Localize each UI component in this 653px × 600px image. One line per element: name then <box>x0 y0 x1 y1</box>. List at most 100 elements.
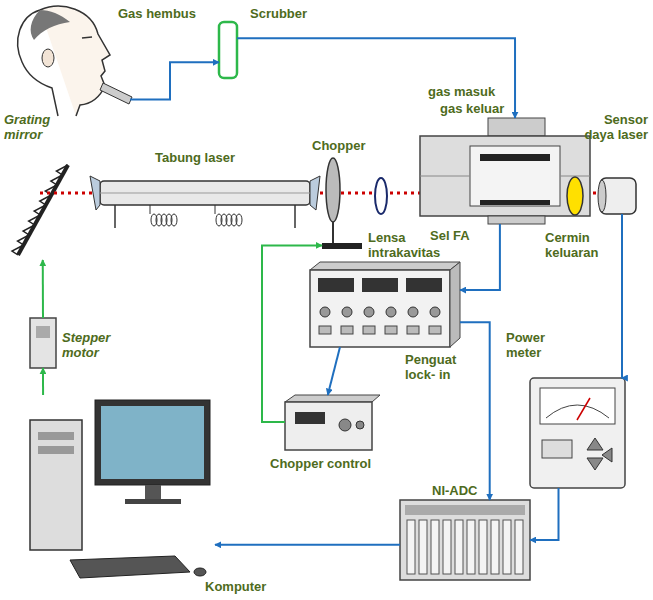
knob-row <box>429 326 441 334</box>
lock-in-amplifier: Penguat lock- in <box>310 262 460 347</box>
chopper-wheel <box>332 220 334 244</box>
chopper-controller <box>285 395 380 402</box>
grating-mirror <box>18 165 68 255</box>
person-face <box>42 49 54 67</box>
ni-adc-chassis <box>431 520 439 574</box>
device-label: Sensor daya laser <box>576 112 648 142</box>
signal-arrow <box>621 214 623 378</box>
electrode-coil <box>171 214 177 226</box>
scrubber: Scrubber <box>219 22 237 78</box>
laser-tube: Tabung laser <box>88 172 323 217</box>
knob-row <box>342 307 352 317</box>
grating-mirror <box>56 165 68 175</box>
ni-adc-chassis <box>503 520 511 574</box>
ni-adc-chassis <box>455 520 463 574</box>
photoacoustic-cell <box>470 146 560 206</box>
lock-in-amplifier <box>310 262 460 347</box>
electrode-coil <box>215 205 216 214</box>
chopper-wheel <box>326 158 340 222</box>
power-meter-device <box>587 458 603 470</box>
stepper-motor-box <box>30 318 56 368</box>
grating-mirror <box>51 175 63 185</box>
grating-mirror <box>23 225 35 235</box>
device-label: Power meter <box>506 330 558 360</box>
breath-source: Gas hembus <box>15 5 130 115</box>
output-mirror <box>567 177 583 215</box>
person-face <box>31 10 70 40</box>
device-label: Gas hembus <box>118 6 196 21</box>
chopper-wheel <box>322 158 362 249</box>
power-sensor <box>598 180 606 212</box>
person-face <box>82 37 92 38</box>
knob-row <box>407 326 419 334</box>
intracavity-lens: Lensa intrakavitas <box>372 176 390 216</box>
stepper-motor: Stepper motor <box>30 318 56 368</box>
lock-in-amplifier <box>318 278 354 292</box>
power-meter: Power meter <box>530 378 625 488</box>
person-face <box>100 83 132 104</box>
scrubber-column <box>219 22 237 78</box>
knob-row <box>430 307 440 317</box>
lock-in-amplifier <box>362 278 398 292</box>
grating-mirror <box>12 245 24 255</box>
laser-tube <box>294 205 296 228</box>
power-meter-device <box>546 405 609 418</box>
device-label: Chopper control <box>270 456 371 471</box>
computer <box>38 432 74 440</box>
intracavity-lens <box>375 178 387 214</box>
power-meter-device <box>530 378 625 488</box>
device-label: Scrubber <box>250 6 307 21</box>
computer <box>30 400 210 578</box>
stepper-motor-box <box>30 318 56 368</box>
signal-arrow <box>130 62 219 99</box>
ni-adc-chassis <box>400 500 530 580</box>
lock-in-amplifier <box>310 262 460 270</box>
chopper-controller <box>295 412 325 424</box>
signal-arrow <box>237 38 515 118</box>
device-label: Chopper <box>312 138 365 153</box>
laser-tube <box>310 176 320 210</box>
signal-arrow <box>328 347 340 395</box>
person-face <box>18 6 132 116</box>
laser-tube <box>100 193 310 194</box>
computer <box>145 485 161 499</box>
photoacoustic-cell <box>420 176 470 177</box>
signal-arrow <box>460 322 490 500</box>
computer <box>194 568 206 576</box>
knob-row <box>319 326 331 334</box>
photoacoustic-cell <box>480 154 550 161</box>
knob-row <box>386 307 396 317</box>
knob-row <box>341 326 353 334</box>
chopper-controller <box>285 395 380 450</box>
computer <box>70 556 190 578</box>
power-sensor <box>598 178 636 214</box>
output-mirror: Cermin keluaran <box>566 176 584 216</box>
photoacoustic-cell: Sel FA <box>420 118 590 224</box>
laser-tube <box>114 205 116 228</box>
knob-row <box>385 326 397 334</box>
chopper-controller <box>339 419 351 431</box>
photoacoustic-cell <box>488 216 545 224</box>
ni-adc-chassis <box>407 520 415 574</box>
power-meter-device <box>542 440 572 458</box>
device-label: Stepper motor <box>62 330 124 360</box>
ni-adc-chassis <box>400 500 530 580</box>
electrode-coil <box>150 205 242 226</box>
electrode-coil <box>236 214 242 226</box>
knob-row <box>320 307 330 317</box>
power-meter-device <box>602 448 612 462</box>
device-label: Cermin keluaran <box>545 230 611 260</box>
device-label: NI-ADC <box>432 483 478 498</box>
laser-power-sensor: Sensor daya laser <box>598 176 638 214</box>
knob-row <box>364 307 374 317</box>
gas-port-label: gas masuk <box>428 84 495 99</box>
chopper-wheel <box>322 243 362 249</box>
ni-adc-chassis <box>491 520 499 574</box>
signal-arrow <box>215 544 400 546</box>
power-meter-device <box>587 438 603 450</box>
computer <box>125 499 181 504</box>
grating-mirror <box>40 195 52 205</box>
photoacoustic-cell <box>420 118 590 224</box>
lock-in-amplifier <box>310 270 450 347</box>
